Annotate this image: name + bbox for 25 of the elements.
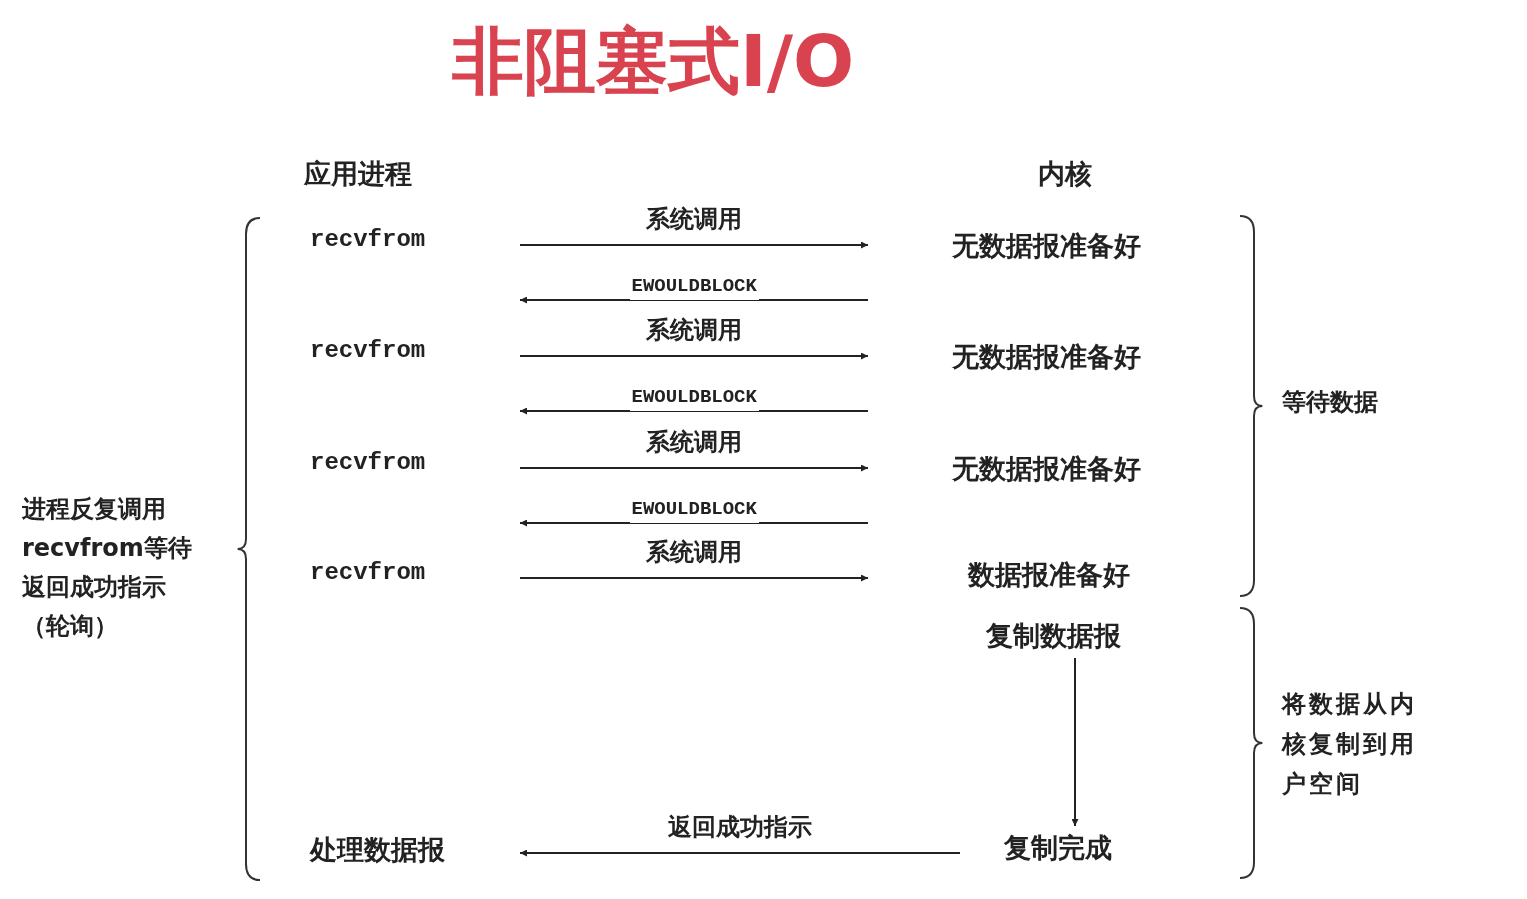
arrow	[1071, 657, 1079, 827]
step-text: 数据报准备好	[968, 558, 1130, 592]
column-header: 应用进程	[302, 160, 414, 188]
column-header: 内核	[1036, 160, 1094, 188]
arrow	[519, 849, 961, 857]
step-text: 复制完成	[1004, 831, 1112, 865]
step-text: 处理数据报	[310, 833, 445, 867]
arrow	[519, 464, 869, 472]
arrow	[519, 241, 869, 249]
call-text: recvfrom	[310, 559, 426, 586]
arrow	[519, 296, 869, 304]
step-text: 无数据报准备好	[952, 229, 1141, 263]
arrow	[519, 519, 869, 527]
step-text: 无数据报准备好	[952, 452, 1141, 486]
arrow	[519, 407, 869, 415]
arrow	[519, 574, 869, 582]
call-text: recvfrom	[310, 449, 426, 476]
call-text: recvfrom	[310, 226, 426, 253]
step-text: 无数据报准备好	[952, 340, 1141, 374]
step-text: 复制数据报	[986, 619, 1121, 653]
edge-label: 返回成功指示	[666, 813, 814, 841]
arrow	[519, 352, 869, 360]
side-note: 等待数据	[1280, 388, 1380, 416]
title: 非阻塞式I/O	[452, 18, 855, 105]
call-text: recvfrom	[310, 337, 426, 364]
